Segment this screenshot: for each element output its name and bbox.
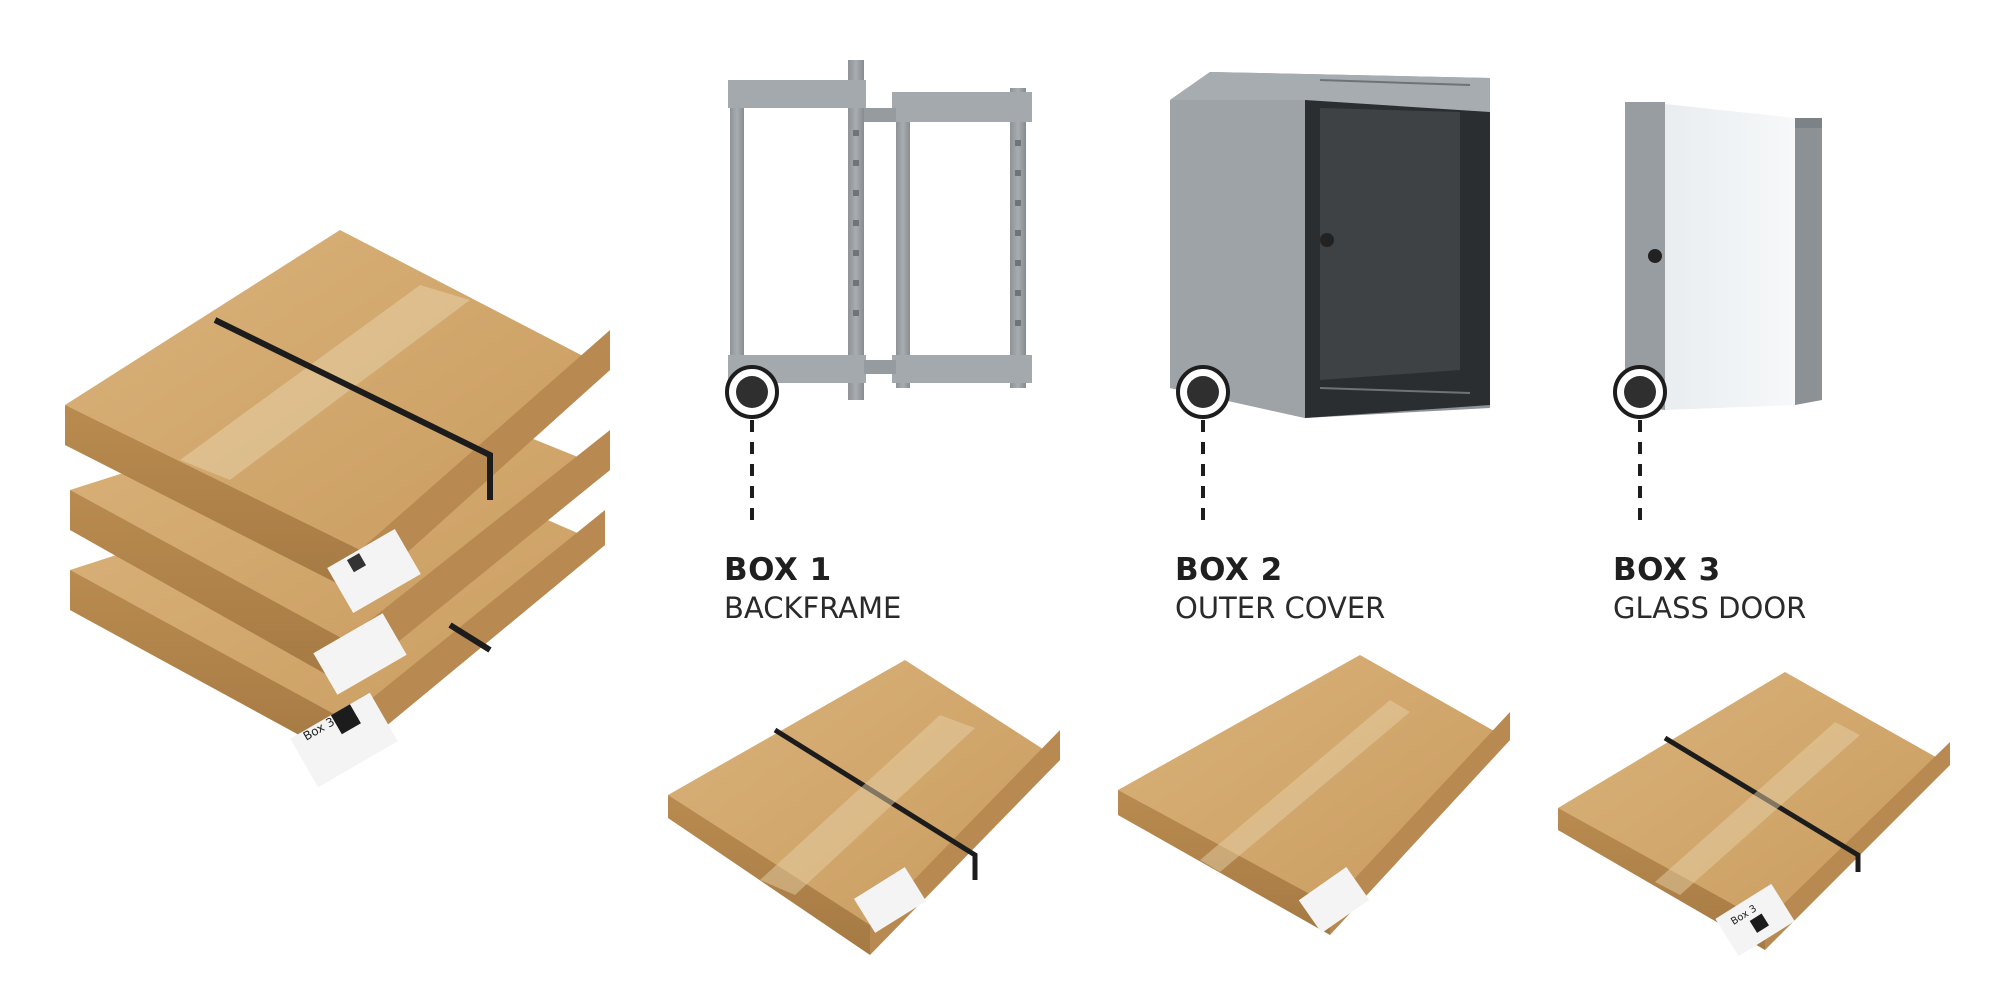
- marker-box3: [1613, 365, 1667, 525]
- box2-label: BOX 2 OUTER COVER: [1175, 552, 1385, 626]
- package-box2-image: [1118, 655, 1510, 935]
- box2-title: BOX 2: [1175, 552, 1283, 588]
- outer-cover-image: [1170, 72, 1490, 418]
- marker-box2: [1176, 365, 1230, 525]
- box3-label: BOX 3 GLASS DOOR: [1613, 552, 1806, 626]
- box3-subtitle: GLASS DOOR: [1613, 591, 1807, 626]
- box3-title: BOX 3: [1613, 552, 1721, 588]
- box1-label: BOX 1 BACKFRAME: [724, 552, 901, 626]
- package-box3-image: [1558, 672, 1950, 957]
- backframe-image: [728, 60, 1032, 400]
- stacked-package-top: [65, 230, 610, 614]
- box2-subtitle: OUTER COVER: [1175, 591, 1386, 626]
- box1-subtitle: BACKFRAME: [724, 591, 902, 626]
- package-box1-image: [668, 660, 1060, 955]
- glass-door-image: [1625, 102, 1822, 410]
- box1-title: BOX 1: [724, 552, 832, 588]
- stacked-packages-image: [65, 230, 610, 788]
- marker-box1: [725, 365, 779, 525]
